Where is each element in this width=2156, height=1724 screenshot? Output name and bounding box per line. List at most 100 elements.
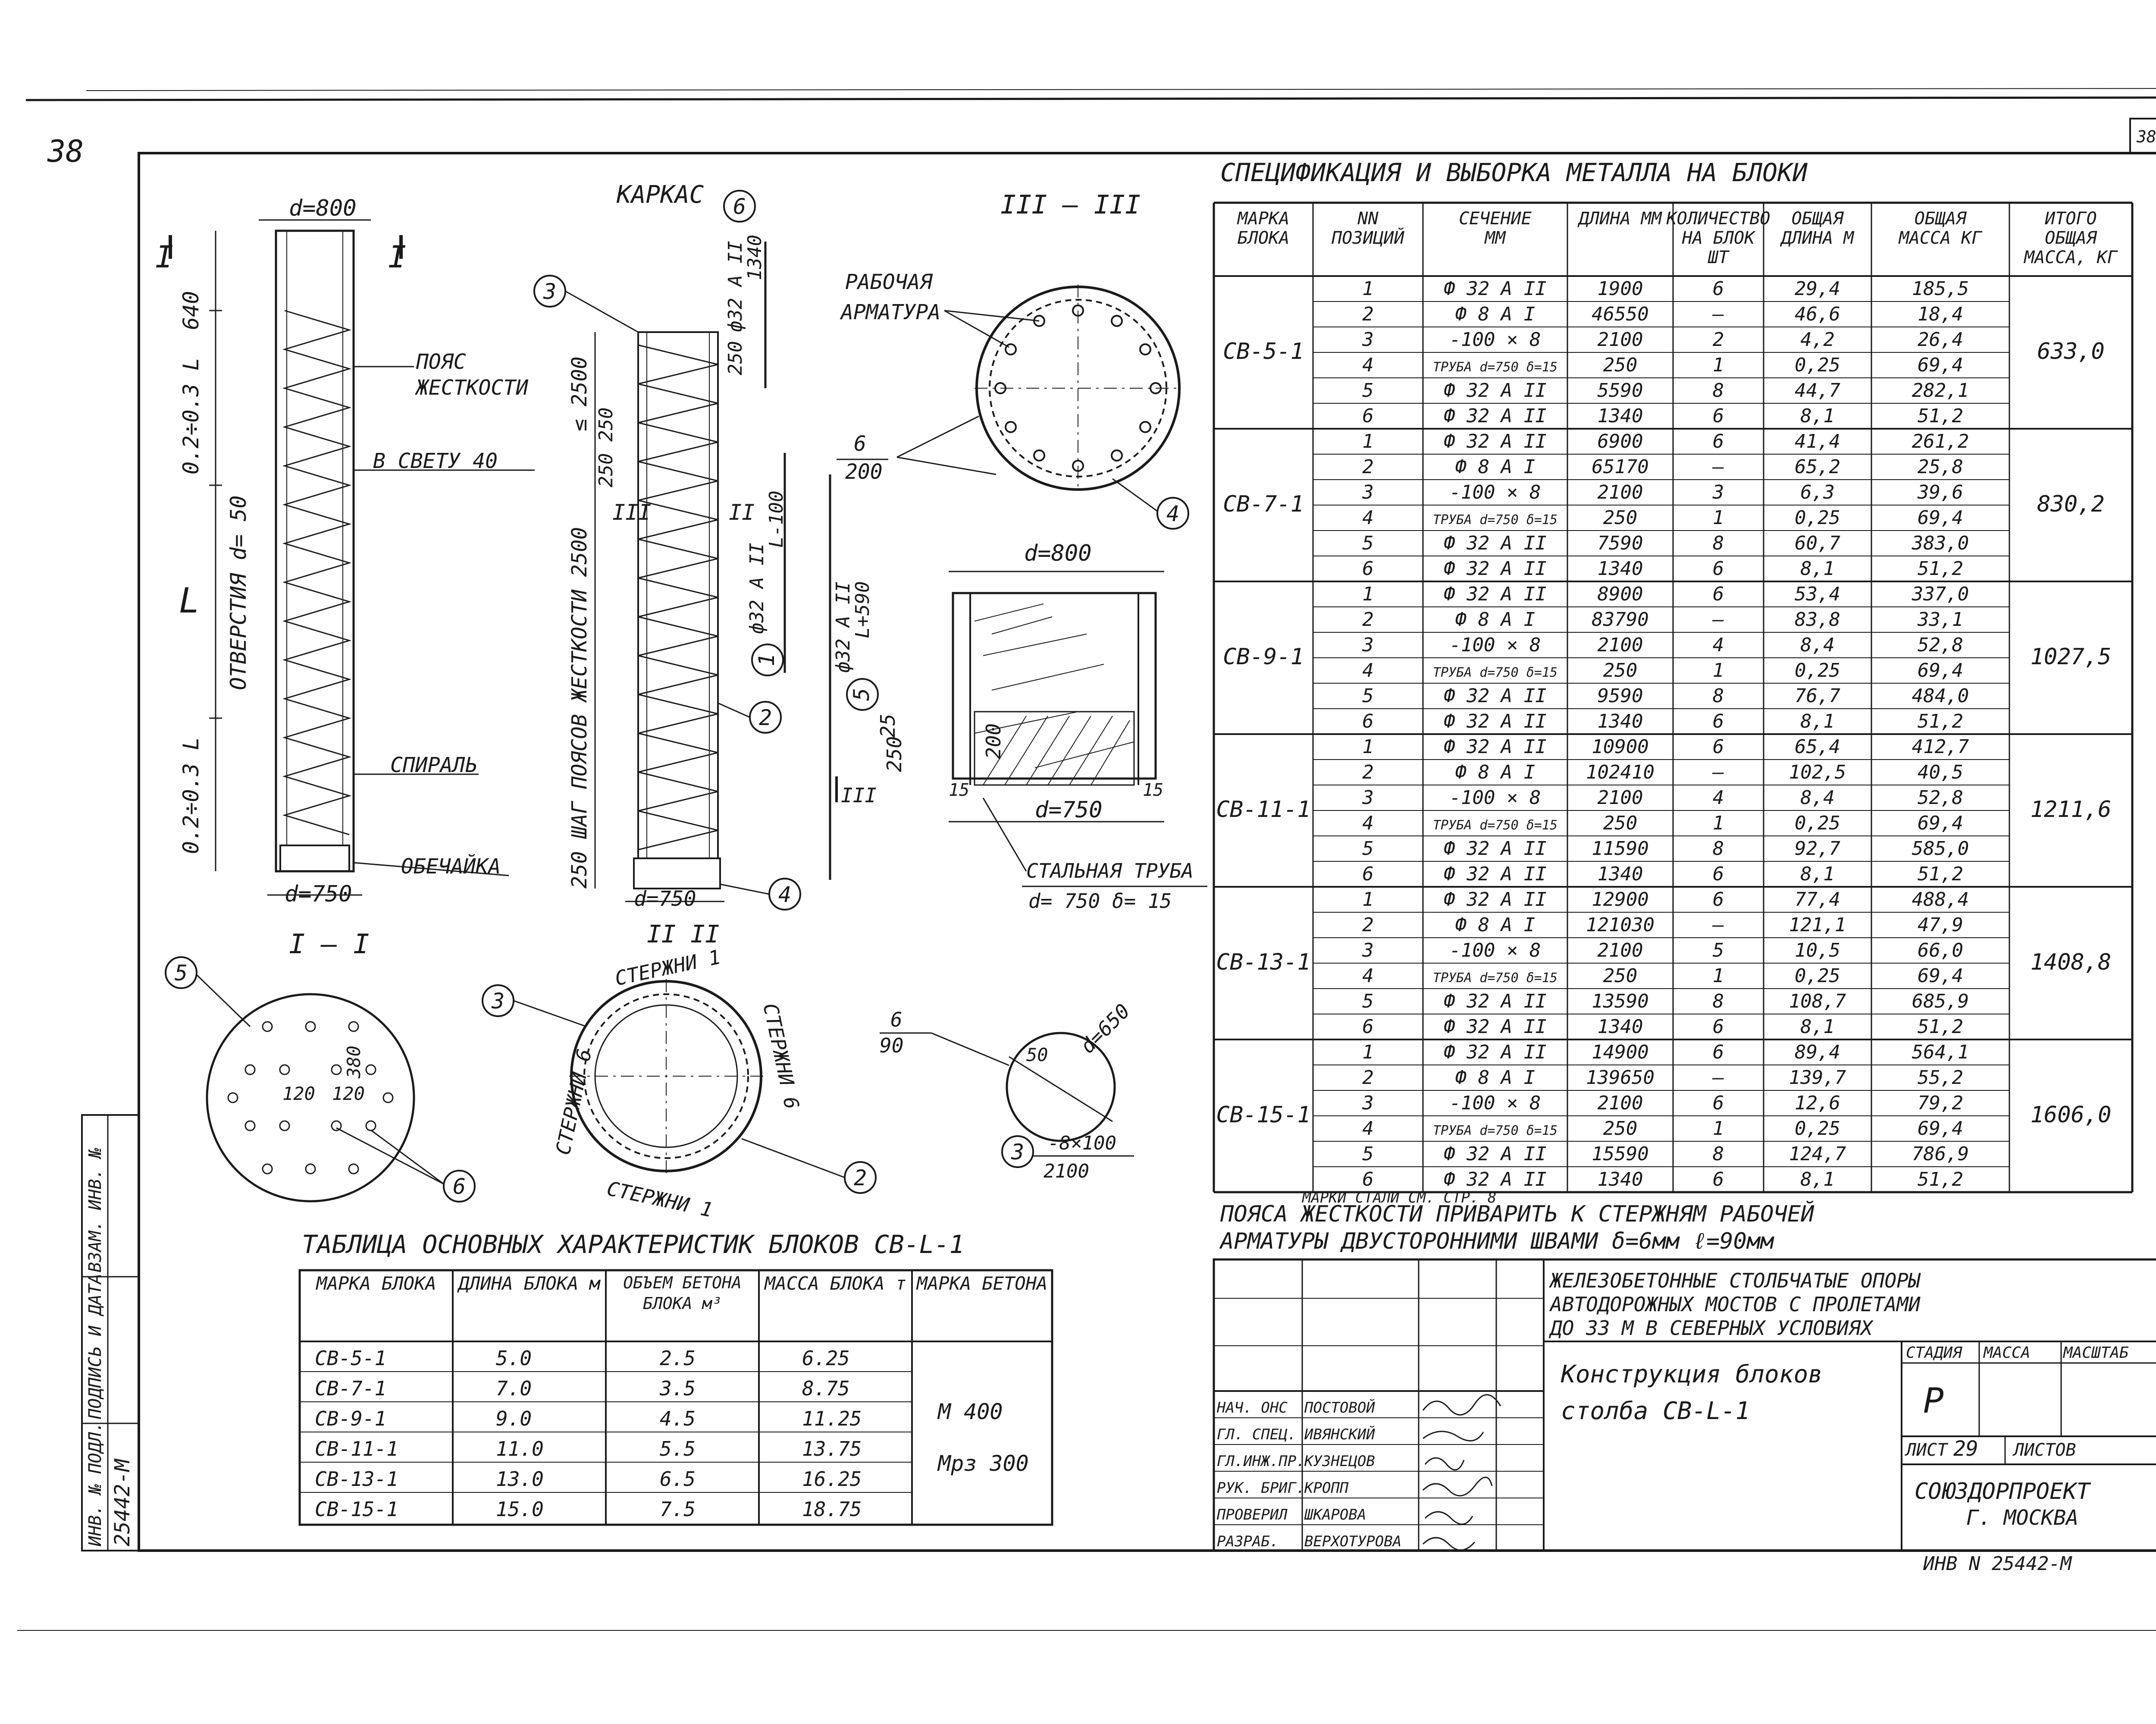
sec1-dim-380: 380 (343, 1046, 364, 1079)
spec-cell: Ф 32 А II (1444, 430, 1546, 452)
spec-header-7-2: МАССА, КГ (2023, 248, 2118, 267)
spec-cell: 10900 (1592, 736, 1648, 758)
spec-cell: 6 (1362, 558, 1374, 580)
spec-cell: 55,2 (1918, 1067, 1963, 1089)
spec-cell: 5 (1362, 838, 1374, 860)
cage-dim-step: 250 ШАГ ПОЯСОВ ЖЕСТКОСТИ 2500 (567, 527, 592, 889)
char-r5-mark: СВ-15-1 (315, 1498, 398, 1521)
spec-cell: 8,4 (1800, 787, 1834, 809)
elev-d-top: d=800 (289, 195, 357, 221)
spec-cell: 8 (1713, 685, 1724, 707)
spec-cell: 33,1 (1917, 609, 1963, 631)
org-city: Г. МОСКВА (1966, 1506, 2078, 1530)
spec-cell: 69,4 (1918, 659, 1963, 681)
spec-cell: 250 (1603, 1118, 1637, 1140)
spec-cell: 1900 (1598, 278, 1643, 300)
cage-view: КАРКАС 3 6 ф32 А II 1340 250 ≤ 2500 250 … (533, 181, 874, 948)
spec-cell: – (1712, 914, 1724, 936)
sec1-dim-120b: 120 (332, 1083, 365, 1104)
spec-header-4-1: НА БЛОК (1682, 228, 1756, 248)
cage-pos5-len: L+590 (852, 581, 874, 638)
spec-cell: 1 (1713, 965, 1724, 987)
spec-cell: 124,7 (1789, 1143, 1846, 1165)
elev-belt-2: ЖЕСТКОСТИ (414, 376, 529, 400)
spec-cell: 7590 (1598, 532, 1643, 554)
spec-cell: -100 × 8 (1450, 329, 1541, 351)
spec-cell: 6 (1713, 863, 1724, 885)
spec-cell: 26,4 (1918, 329, 1963, 351)
spec-cell: ТРУБА d=750 δ=15 (1433, 970, 1557, 986)
spec-cell: 2 (1362, 303, 1374, 325)
spec-cell: 0,25 (1795, 354, 1840, 376)
spec-cell: 6 (1713, 1041, 1724, 1063)
char-r2-mark: СВ-9-1 (315, 1407, 386, 1430)
spec-cell: 139,7 (1789, 1067, 1846, 1089)
signer-0-name: ПОСТОВОЙ (1304, 1399, 1375, 1416)
spec-cell: 1 (1713, 659, 1724, 681)
spec-cell: Ф 32 А II (1444, 710, 1546, 732)
char-r1-mass: 8.75 (802, 1377, 850, 1400)
signer-2-name: КУЗНЕЦОВ (1304, 1453, 1375, 1470)
elev-spiral: СПИРАЛЬ (390, 753, 477, 777)
detail-cut3: III (841, 784, 877, 807)
sheet-label: ЛИСТ (1905, 1440, 1949, 1460)
spec-header-4-0: КОЛИЧЕСТВО (1666, 209, 1771, 229)
spec-cell: 53,4 (1795, 583, 1840, 605)
spec-cell: Ф 8 А I (1455, 1067, 1535, 1089)
sec3-working-1: РАБОЧАЯ (845, 270, 933, 294)
spec-cell: 44,7 (1795, 380, 1840, 402)
spec-block-mark: СВ-13-1 (1216, 949, 1310, 975)
sec2-bars6-left: СТЕРЖНИ 6 (551, 1047, 596, 1157)
spec-cell: Ф 8 А I (1455, 456, 1535, 478)
char-r0-mark: СВ-5-1 (315, 1347, 386, 1370)
spec-cell: 2 (1362, 914, 1374, 936)
spec-header-2-1: ММ (1484, 228, 1506, 248)
spec-cell: Ф 32 А II (1444, 380, 1546, 402)
char-r1-mark: СВ-7-1 (315, 1377, 386, 1400)
spec-cell: 1 (1713, 1118, 1724, 1140)
spec-cell: -100 × 8 (1450, 787, 1541, 809)
spec-cell: 6 (1713, 558, 1724, 580)
spec-cell: Ф 32 А II (1444, 863, 1546, 885)
signer-1-role: ГЛ. СПЕЦ. (1217, 1426, 1296, 1443)
spec-cell: 76,7 (1795, 685, 1840, 707)
spec-cell: 12900 (1592, 889, 1648, 911)
spec-cell: 0,25 (1795, 812, 1840, 834)
spec-cell: 4 (1362, 659, 1374, 681)
spec-cell: 6 (1713, 1016, 1724, 1038)
spec-cell: 69,4 (1918, 507, 1963, 529)
spec-cell: 2100 (1598, 1092, 1643, 1114)
inv-label: ИНВ. № ПОДЛ. (85, 1422, 105, 1547)
char-header-mark: МАРКА БЛОКА (316, 1273, 436, 1294)
detail-d-bottom: d=750 (1035, 797, 1103, 823)
drawing-title-2: столба СВ-L-1 (1561, 1397, 1750, 1425)
spec-cell: 8,1 (1800, 863, 1834, 885)
spec-cell: 1 (1362, 583, 1374, 605)
spec-block-total: 830,2 (2037, 491, 2105, 517)
spec-cell: 337,0 (1912, 583, 1969, 605)
elev-length: L (179, 581, 200, 621)
spec-cell: 0,25 (1795, 965, 1840, 987)
spec-cell: Ф 32 А II (1444, 1041, 1546, 1063)
corner-number: 38 (47, 134, 84, 169)
signer-3-role: РУК. БРИГ. (1217, 1479, 1305, 1497)
elev-belt-1: ПОЯС (416, 350, 466, 374)
spec-block-mark: СВ-9-1 (1223, 644, 1304, 670)
spec-cell: 6 (1713, 1092, 1724, 1114)
sec1-title: I – I (289, 928, 370, 960)
stage-header: СТАДИЯ (1906, 1344, 1962, 1362)
spec-cell: 4,2 (1800, 329, 1834, 351)
spec-cell: 3 (1362, 1092, 1374, 1114)
sec3-bar-6: 6 (854, 432, 866, 456)
spec-cell: 14900 (1592, 1041, 1648, 1063)
spec-cell: 3 (1362, 329, 1374, 351)
detail-pipe-size: d= 750 δ= 15 (1028, 889, 1172, 913)
char-r3-mass: 13.75 (802, 1437, 862, 1460)
spec-cell: 3 (1362, 939, 1374, 961)
spec-cell: 8,4 (1800, 634, 1834, 656)
spec-cell: 786,9 (1912, 1143, 1969, 1165)
spec-cell: 1 (1362, 278, 1374, 300)
inv-value: 25442-М (110, 1458, 135, 1546)
spec-cell: 102410 (1586, 761, 1655, 783)
spec-cell: 2100 (1598, 634, 1643, 656)
